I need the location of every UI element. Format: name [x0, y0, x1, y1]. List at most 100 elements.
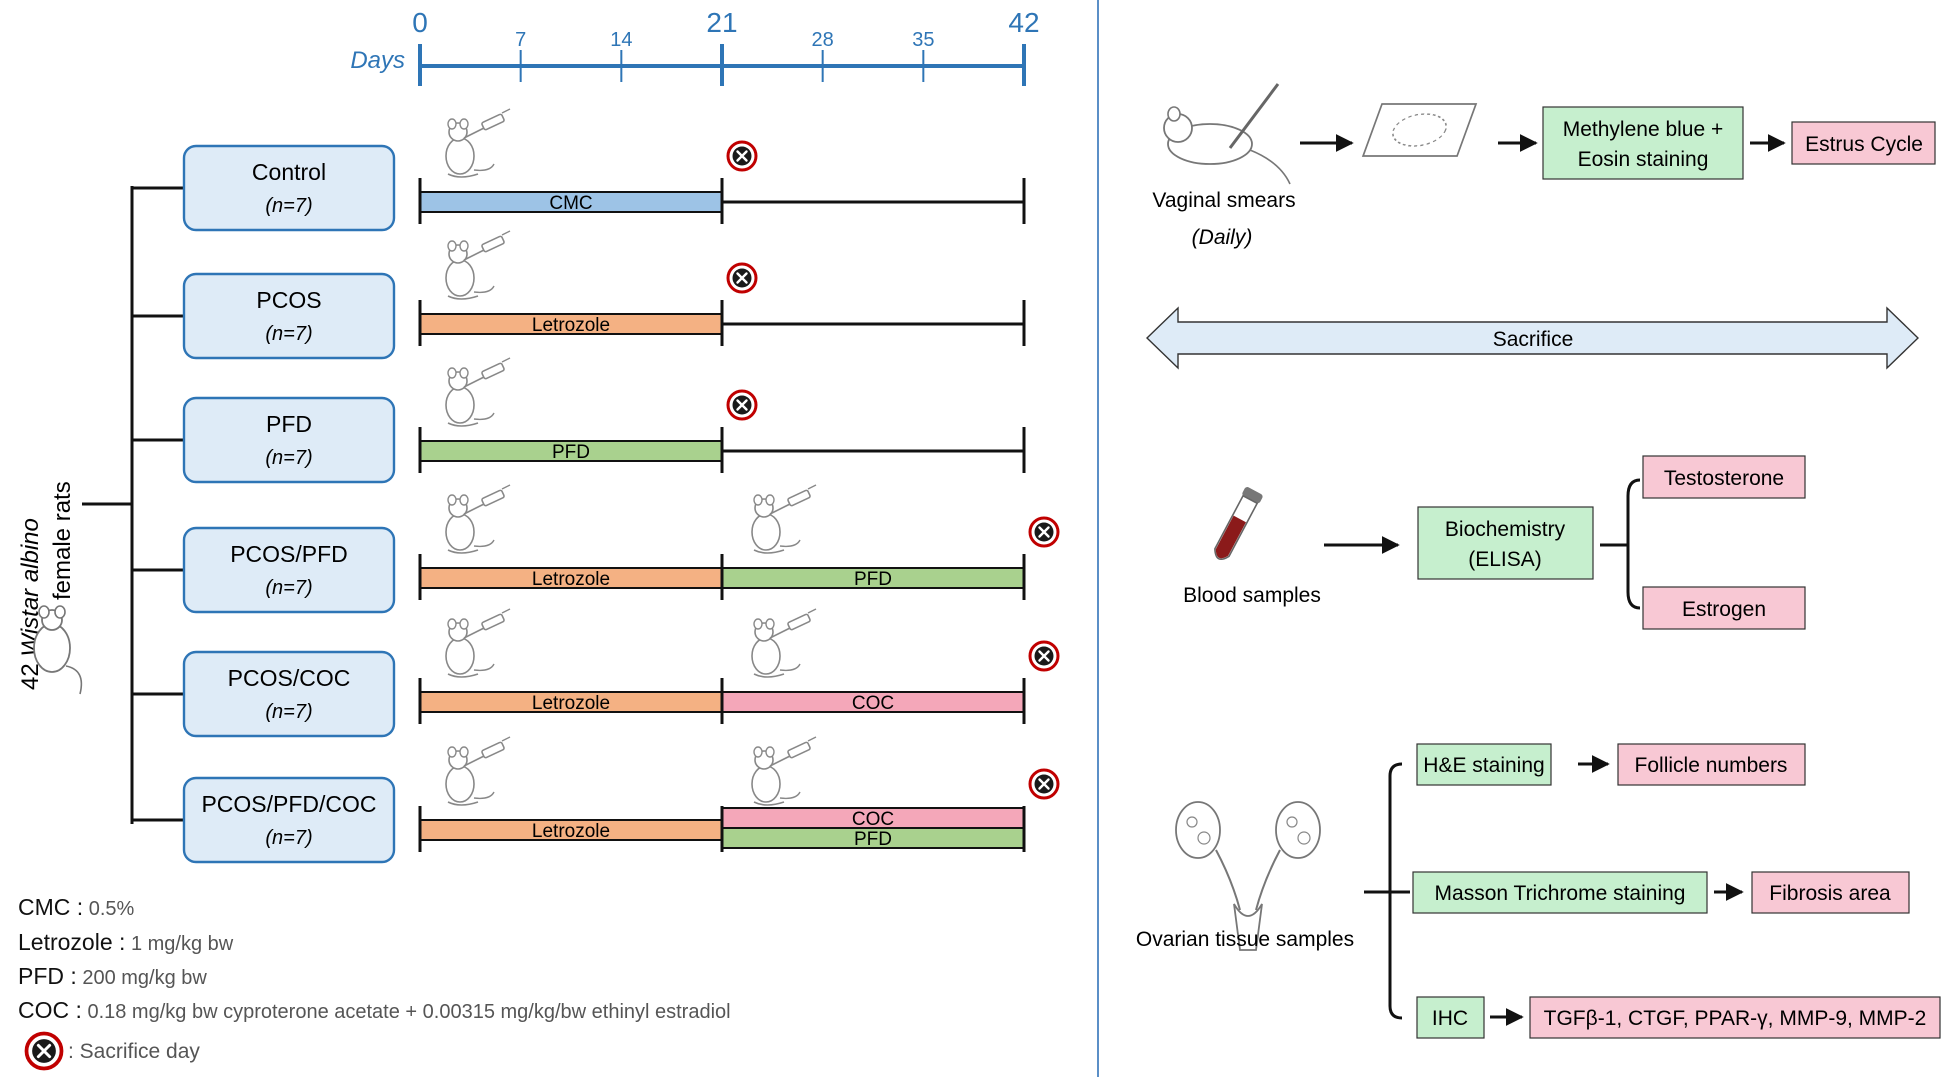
group-n: (n=7) [265, 195, 312, 217]
timeline-tick-label: 0 [412, 7, 428, 38]
double-arrow-icon: Sacrifice [1145, 306, 1920, 370]
rat-with-syringe-icon [751, 608, 817, 678]
cohort-tree: 42 Wistar albino female rats [17, 186, 134, 824]
staining-line2: Eosin staining [1578, 148, 1709, 171]
sacrifice-icon [726, 140, 758, 172]
masson-trichrome-box [1412, 871, 1708, 914]
rat-with-syringe-icon [445, 608, 511, 678]
group-row: PCOS/COC (n=7) Letrozole COC [132, 608, 1060, 738]
vaginal-smears-label: Vaginal smears [1152, 189, 1295, 212]
rat-with-syringe-icon [445, 108, 511, 178]
legend-value: 0.18 mg/kg bw cyproterone acetate + 0.00… [82, 1001, 731, 1023]
group-box [182, 776, 396, 864]
staining-line1: Methylene blue + [1563, 118, 1724, 141]
legend-item: Letrozole : 1 mg/kg bw [18, 929, 234, 955]
legend-key: Letrozole : [18, 929, 125, 955]
biochemistry-line2: (ELISA) [1468, 548, 1542, 571]
treatment-bar-label: Letrozole [532, 569, 610, 590]
sacrifice-icon [1028, 516, 1060, 548]
treatment-bar-label: PFD [854, 569, 892, 590]
ihc-box [1416, 996, 1485, 1039]
treatment-bar-label: PFD [854, 829, 892, 850]
group-box [182, 144, 396, 232]
fibrosis-area-label: Fibrosis area [1769, 882, 1891, 905]
legend-item: PFD : 200 mg/kg bw [18, 963, 207, 989]
blood-sample-flow: Blood samples Biochemistry (ELISA) Testo… [1183, 455, 1806, 630]
ihc-label: IHC [1432, 1007, 1468, 1030]
timeline-tick-label: 35 [912, 29, 934, 51]
rat-with-swab-icon [1163, 83, 1291, 185]
legend-key: COC : [18, 997, 82, 1023]
ihc-markers-box [1529, 996, 1941, 1039]
biochemistry-line1: Biochemistry [1445, 518, 1566, 541]
biochemistry-box [1417, 506, 1594, 580]
group-n: (n=7) [265, 323, 312, 345]
testosterone-label: Testosterone [1664, 467, 1784, 490]
group-n: (n=7) [265, 701, 312, 723]
legend-value: 200 mg/kg bw [77, 967, 208, 989]
ihc-markers-label: TGFβ-1, CTGF, PPAR-γ, MMP-9, MMP-2 [1544, 1007, 1927, 1030]
legend-key: CMC : [18, 894, 83, 920]
group-box [182, 526, 396, 614]
treatment-bar-label: COC [852, 693, 894, 714]
days-label: Days [350, 47, 405, 74]
group-n: (n=7) [265, 447, 312, 469]
legend-value: 1 mg/kg bw [125, 933, 233, 955]
sacrifice-icon [726, 389, 758, 421]
blood-tube-icon [1214, 487, 1263, 561]
group-row: PFD (n=7) PFD [132, 357, 1026, 484]
sacrifice-icon [24, 1031, 64, 1071]
rat-with-syringe-icon [751, 484, 817, 554]
groups: Control(n=7)CMCPCOS(n=7)LetrozolePFD(n=7… [132, 108, 1060, 864]
timeline-tick-label: 14 [610, 29, 632, 51]
treatment-bar-label: Letrozole [532, 693, 610, 714]
group-box [182, 650, 396, 738]
testosterone-box [1642, 455, 1806, 499]
cohort-label-line1: 42 Wistar albino [17, 518, 44, 690]
group-row: PCOS/PFD (n=7) Letrozole PFD [132, 484, 1060, 614]
estrus-cycle-box [1791, 121, 1936, 165]
legend-item: COC : 0.18 mg/kg bw cyproterone acetate … [18, 997, 731, 1023]
rat-icon [33, 605, 83, 695]
fibrosis-area-box [1751, 871, 1910, 914]
group-name: PCOS [256, 287, 321, 313]
timeline-tick-label: 42 [1008, 7, 1039, 38]
group-name: Control [252, 159, 326, 185]
group-n: (n=7) [265, 827, 312, 849]
rat-with-syringe-icon [445, 484, 511, 554]
ovary-icon [1175, 801, 1321, 951]
sacrifice-icon [1028, 640, 1060, 672]
group-name: PCOS/PFD/COC [201, 791, 376, 817]
blood-samples-label: Blood samples [1183, 584, 1321, 607]
legend-value: 0.5% [83, 898, 134, 920]
legend-item: CMC : 0.5% [18, 894, 135, 920]
estrogen-label: Estrogen [1682, 598, 1766, 621]
cohort-label-line2: female rats [49, 481, 76, 600]
group-name: PFD [266, 411, 312, 437]
follicle-numbers-box [1617, 743, 1806, 786]
he-staining-label: H&E staining [1423, 754, 1544, 777]
rat-with-syringe-icon [751, 736, 817, 806]
rat-with-syringe-icon [445, 357, 511, 427]
treatment-bar-label: Letrozole [532, 315, 610, 336]
estrogen-box [1642, 586, 1806, 630]
dose-legend: CMC : 0.5% Letrozole : 1 mg/kg bw PFD : 20… [18, 894, 731, 1023]
timeline-tick-label: 21 [706, 7, 737, 38]
sacrifice-icon [1028, 768, 1060, 800]
sacrifice-legend: : Sacrifice day [24, 1031, 200, 1071]
treatment-bar-label: Letrozole [532, 821, 610, 842]
treatment-bar-label: COC [852, 809, 894, 830]
treatment-bar-label: PFD [552, 442, 590, 463]
sacrifice-legend-label: : Sacrifice day [68, 1040, 200, 1063]
group-name: PCOS/PFD [230, 541, 348, 567]
group-row: Control(n=7)CMC [132, 108, 1026, 232]
estrus-cycle-label: Estrus Cycle [1805, 133, 1923, 156]
group-n: (n=7) [265, 577, 312, 599]
sacrifice-icon [726, 262, 758, 294]
rat-with-syringe-icon [445, 230, 511, 300]
group-name: PCOS/COC [228, 665, 351, 691]
ovarian-tissue-flow: Ovarian tissue samples H&E staining Foll… [1136, 743, 1941, 1039]
